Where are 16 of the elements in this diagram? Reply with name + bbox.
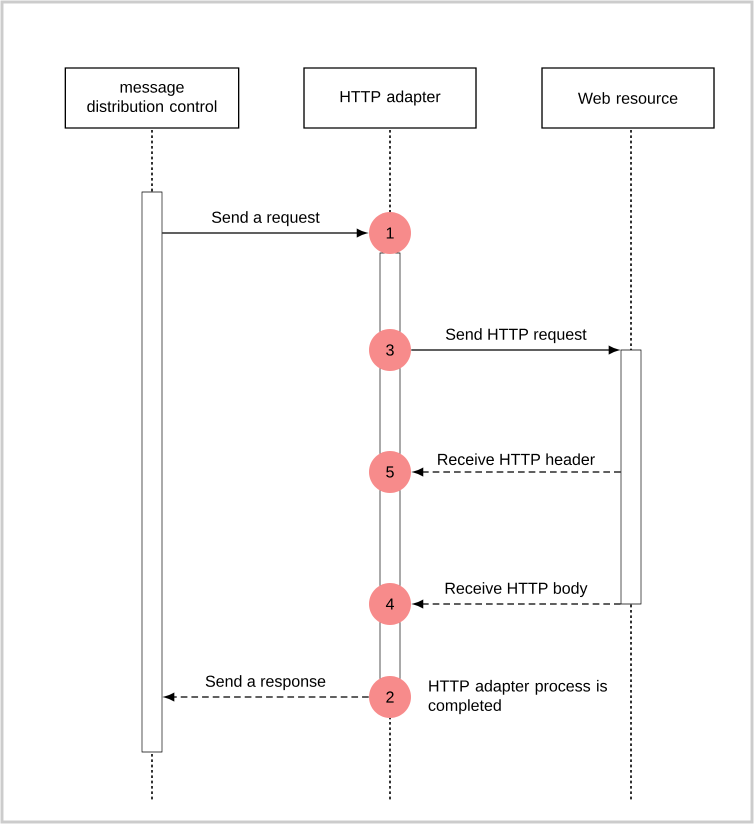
- message-arrow: [413, 600, 621, 608]
- message-arrow: [164, 692, 369, 702]
- participant-box: Web resource: [541, 67, 715, 129]
- message-label: Send a request: [210, 210, 322, 228]
- activation-bar: [620, 350, 642, 604]
- message-label: Send a response: [204, 674, 328, 692]
- message-label: Receive HTTP body: [443, 580, 589, 598]
- participant-box: HTTP adapter: [303, 67, 477, 129]
- participant-box: message distribution control: [64, 67, 240, 129]
- note-text: HTTP adapter process is completed: [428, 680, 607, 714]
- message-arrow: [411, 346, 619, 354]
- message-arrow: [162, 228, 367, 238]
- message-label: Receive HTTP header: [436, 452, 596, 466]
- activation-bar: [142, 192, 162, 752]
- message-arrow: [413, 468, 621, 476]
- message-label: Send HTTP request: [444, 326, 588, 344]
